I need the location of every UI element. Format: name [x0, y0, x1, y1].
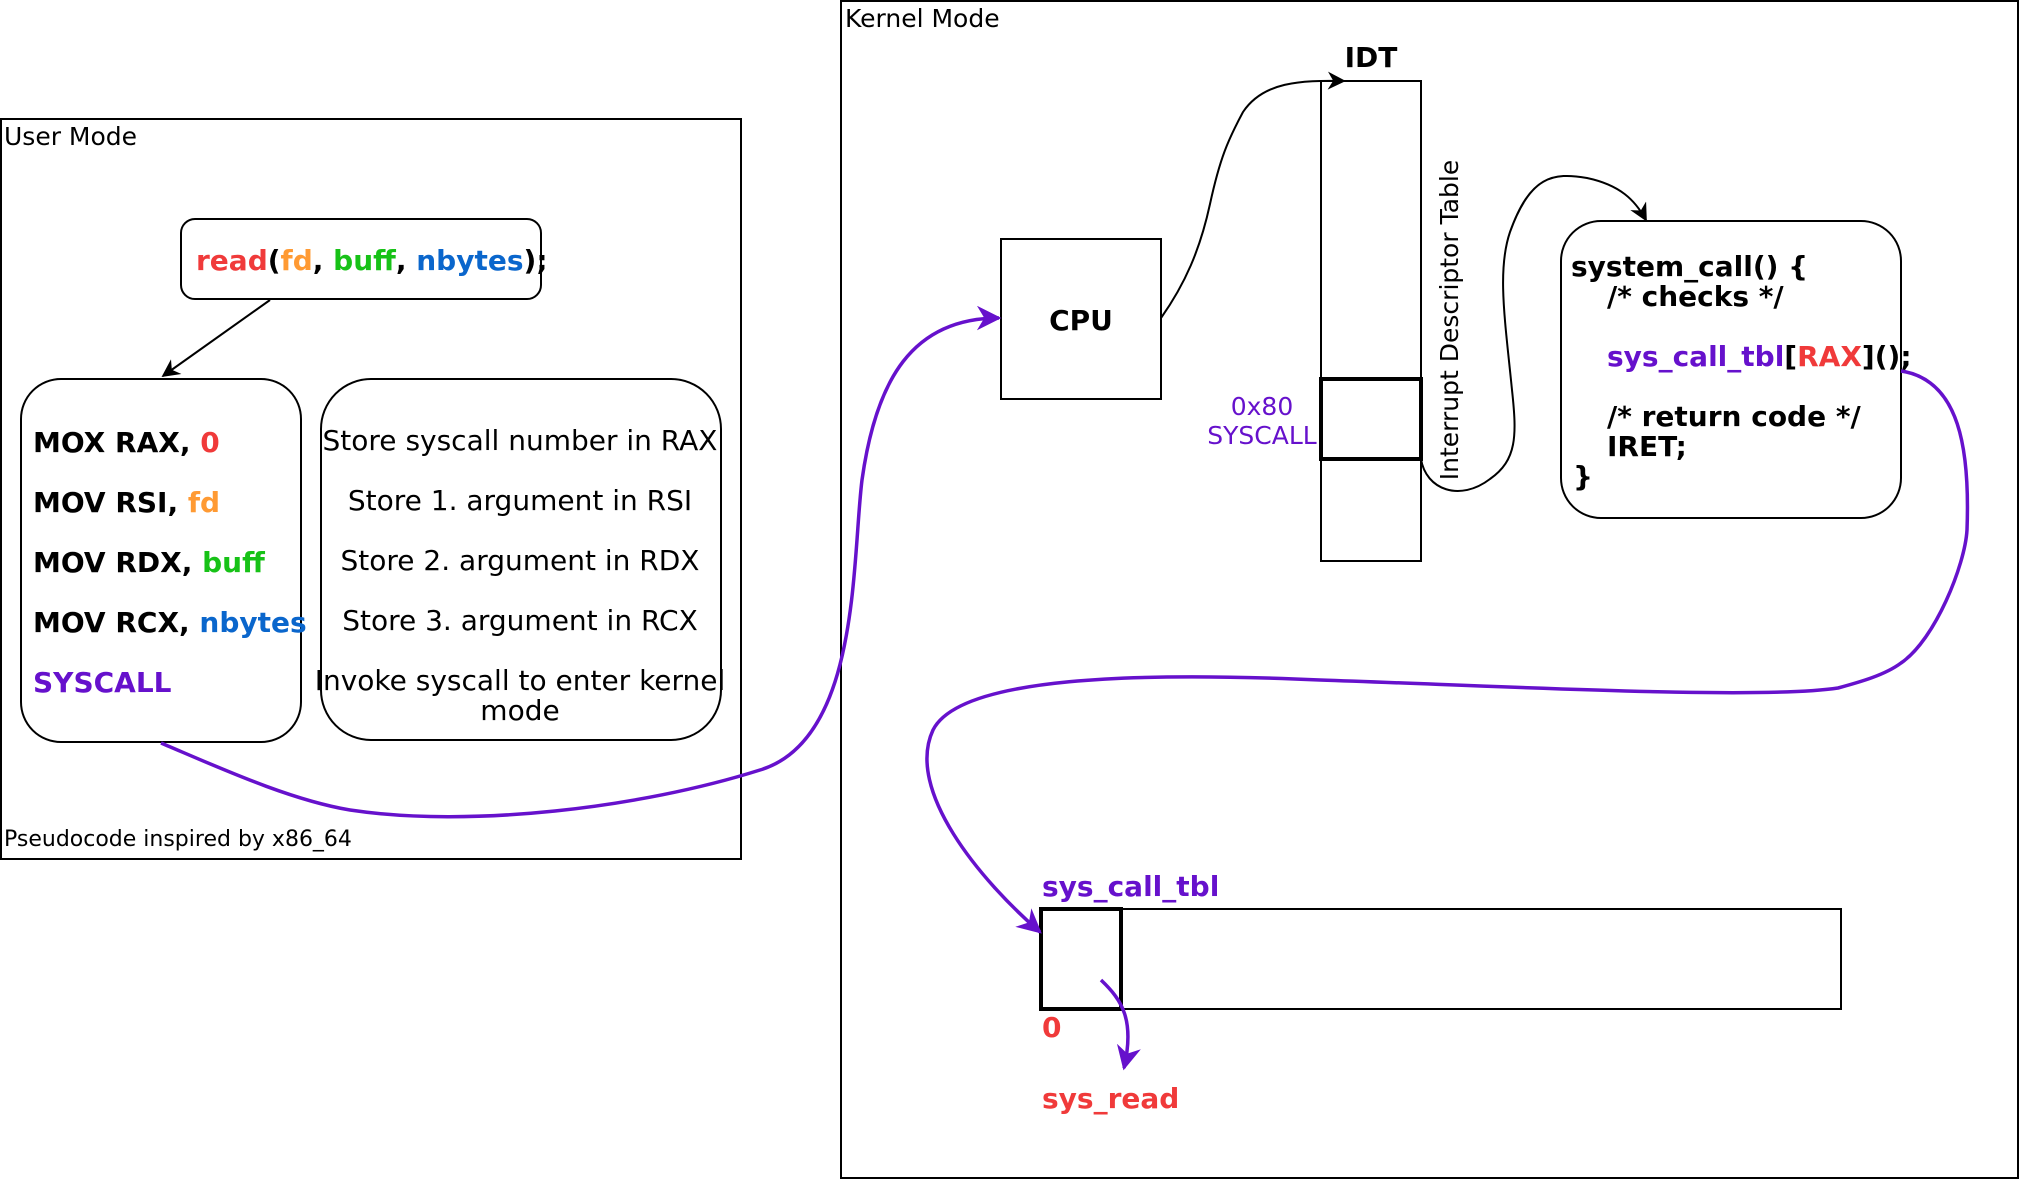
read-arg-nbytes: nbytes: [416, 244, 523, 277]
asm-line-3: MOV RDX, buff: [33, 546, 265, 579]
read-arg-buff: buff: [333, 244, 396, 277]
vector-name: SYSCALL: [1207, 421, 1316, 450]
read-open: (: [268, 244, 281, 277]
sys-call-tbl-entry-0: [1039, 907, 1123, 1011]
vector-number: 0x80: [1231, 392, 1294, 421]
sys-read-label: sys_read: [1042, 1082, 1179, 1115]
idt-table: [1320, 80, 1422, 562]
read-arg-fd: fd: [281, 244, 313, 277]
read-fn: read: [196, 244, 268, 277]
desc-line-1: Store syscall number in RAX: [323, 424, 718, 457]
system-call-checks: /* checks */: [1607, 280, 1784, 313]
read-call: read(fd, buff, nbytes);: [196, 244, 548, 277]
read-call-box: [180, 218, 542, 300]
cpu-box: [1000, 238, 1162, 400]
system-call-close: }: [1573, 460, 1593, 493]
system-call-iret: IRET;: [1607, 430, 1687, 463]
user-mode-frame: [0, 118, 742, 860]
kernel-mode-frame: [840, 0, 2019, 1179]
read-to-asm-arrow: [161, 299, 271, 378]
table-entry-to-sys-read-arrow: [1099, 978, 1141, 1071]
idt-title: IDT: [1345, 41, 1398, 74]
cpu-to-idt-arrow: [1160, 71, 1346, 319]
idt-to-system-call-arrow: [1420, 174, 1647, 492]
read-close: );: [524, 244, 548, 277]
read-sep-1: ,: [313, 244, 333, 277]
description-box: [320, 378, 722, 741]
system-call-box: [1560, 220, 1902, 519]
user-mode-footnote: Pseudocode inspired by x86_64: [4, 827, 352, 852]
desc-line-6: mode: [480, 694, 559, 727]
sys-call-tbl-label: sys_call_tbl: [1042, 870, 1219, 903]
cpu-label: CPU: [1049, 304, 1113, 337]
kernel-mode-label: Kernel Mode: [845, 4, 1000, 33]
desc-line-4: Store 3. argument in RCX: [342, 604, 698, 637]
desc-line-5: Invoke syscall to enter kernel: [315, 664, 726, 697]
system-call-head: system_call() {: [1571, 250, 1808, 283]
read-sep-2: ,: [396, 244, 416, 277]
desc-line-2: Store 1. argument in RSI: [348, 484, 692, 517]
system-call-to-table-arrow: [925, 369, 1970, 934]
asm-line-5: SYSCALL: [33, 666, 172, 699]
sys-call-tbl-index: 0: [1042, 1011, 1061, 1044]
user-mode-label: User Mode: [4, 122, 137, 151]
desc-line-3: Store 2. argument in RDX: [341, 544, 700, 577]
asm-line-2: MOV RSI, fd: [33, 486, 220, 519]
asm-box: [20, 378, 302, 743]
system-call-dispatch: sys_call_tbl[RAX]();: [1607, 340, 1912, 373]
idt-entry-0x80: [1319, 377, 1423, 461]
idt-caption: Interrupt Descriptor Table: [1435, 160, 1464, 480]
asm-line-4: MOV RCX, nbytes: [33, 606, 307, 639]
sys-call-tbl: [1040, 908, 1842, 1010]
syscall-to-cpu-arrow: [160, 305, 1002, 819]
asm-line-1: MOX RAX, 0: [33, 426, 220, 459]
system-call-return-comment: /* return code */: [1607, 400, 1861, 433]
